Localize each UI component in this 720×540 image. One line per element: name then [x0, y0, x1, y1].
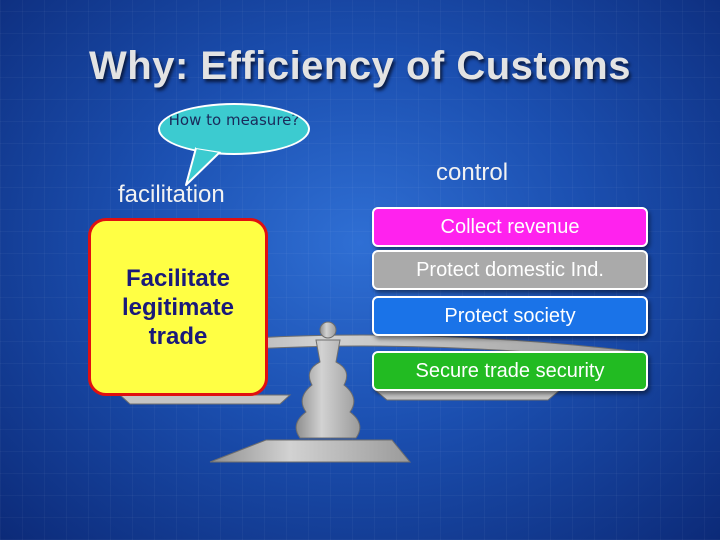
- slide-title: Why: Efficiency of Customs: [89, 44, 631, 88]
- control-item-protect-domestic: Protect domestic Ind.: [372, 250, 648, 290]
- speech-bubble: How to measure?: [158, 103, 310, 155]
- facilitate-trade-box: Facilitate legitimate trade: [88, 218, 268, 396]
- control-label: control: [436, 159, 509, 186]
- control-item-collect-revenue: Collect revenue: [372, 207, 648, 247]
- control-item-trade-security: Secure trade security: [372, 351, 648, 391]
- control-item-protect-society: Protect society: [372, 296, 648, 336]
- facilitation-label: facilitation: [118, 181, 225, 208]
